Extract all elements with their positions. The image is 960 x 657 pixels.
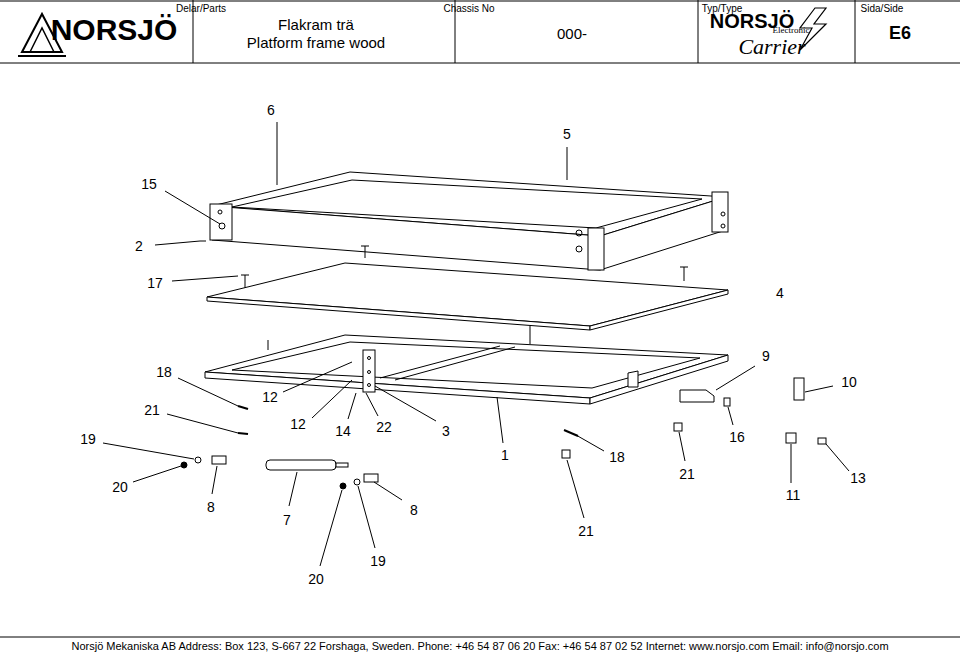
callout-number: 12: [262, 390, 278, 404]
callout-number: 4: [776, 286, 784, 300]
logo-text: NORSJÖ: [51, 15, 178, 45]
callout-number: 3: [442, 424, 450, 438]
callout-number: 5: [563, 127, 571, 141]
callout-number: 6: [267, 103, 275, 117]
callout-number: 21: [578, 524, 594, 538]
callout-number: 13: [850, 471, 866, 485]
logo-text: Carrier: [738, 36, 805, 58]
footer-address: Norsjö Mekaniska AB Address: Box 123, S-…: [71, 641, 888, 652]
callout-number: 8: [207, 500, 215, 514]
callout-number: 19: [80, 432, 96, 446]
callout-number: 14: [335, 424, 351, 438]
part-title: Flakram trä: [278, 17, 354, 32]
callout-number: 18: [156, 365, 172, 379]
callout-number: 12: [290, 417, 306, 431]
header-field: Sida/Side: [861, 4, 904, 14]
header-field: Delar/Parts: [176, 4, 226, 14]
callout-number: 2: [135, 239, 143, 253]
callout-number: 20: [112, 480, 128, 494]
page-number: E6: [889, 24, 911, 42]
callout-number: 7: [283, 513, 291, 527]
callout-number: 15: [141, 177, 157, 191]
chassis-number: 000-: [557, 26, 587, 41]
callout-number: 20: [308, 572, 324, 586]
callout-number: 11: [786, 488, 801, 502]
callout-number: 9: [762, 349, 770, 363]
callout-number: 22: [376, 420, 392, 434]
callout-number: 16: [729, 430, 745, 444]
header-field: Chassis No: [443, 4, 494, 14]
callout-number: 8: [410, 503, 418, 517]
callout-number: 1: [501, 448, 509, 462]
part-title: Platform frame wood: [247, 35, 385, 50]
logo-text: Electronic: [773, 26, 810, 35]
callout-number: 10: [841, 375, 857, 389]
callout-number: 18: [609, 450, 625, 464]
callout-number: 21: [144, 403, 160, 417]
callout-number: 17: [147, 276, 163, 290]
callout-number: 19: [370, 554, 386, 568]
callout-number: 21: [679, 467, 695, 481]
